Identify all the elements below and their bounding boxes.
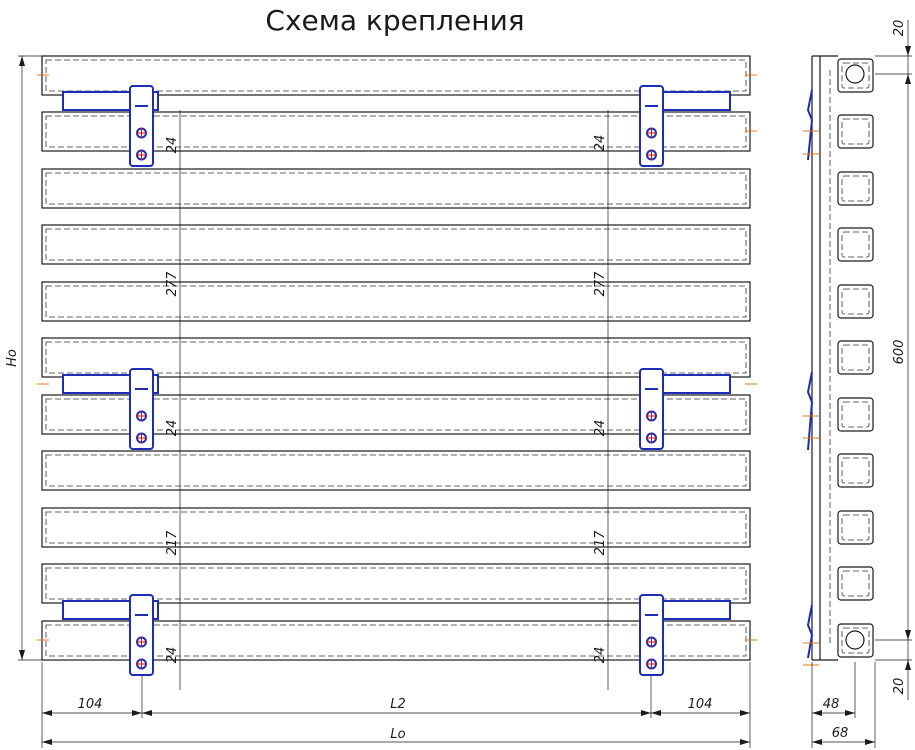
dim-edge-right: 104: [688, 697, 713, 712]
side-view-tubes: [803, 58, 874, 666]
side-tube-inner: [841, 570, 870, 597]
dim-side-bottom-offset: 20: [892, 678, 907, 695]
dim-bracket-distance: L2: [390, 697, 406, 712]
side-tube-inner: [841, 231, 870, 258]
tube-outer: [41, 168, 751, 209]
tube-inner: [45, 341, 747, 374]
side-inlet-top: [845, 64, 865, 84]
side-tube-inner: [841, 457, 870, 484]
radiator-tubes: [37, 55, 757, 661]
tube-outer: [41, 563, 751, 604]
dim-hole-offset-right-1: 24: [593, 135, 608, 152]
dim-hole-offset-left-3: 24: [165, 647, 180, 664]
side-tube-inner: [841, 401, 870, 428]
dim-spacing-lower-left: 217: [165, 530, 180, 556]
side-view-dimensions: 20 600 20 48 68: [811, 20, 912, 748]
wall-brackets: [62, 85, 731, 676]
side-tube: [837, 114, 874, 149]
tube-inner: [45, 172, 747, 205]
tube-outer: [41, 281, 751, 322]
side-tube: [837, 453, 874, 488]
tube-outer: [41, 337, 751, 378]
side-bracket: [806, 371, 814, 451]
front-view-dimensions: Hо 24 277 24 217 24 24 277 24 217 24: [5, 55, 609, 690]
tube-outer: [41, 224, 751, 265]
dim-spacing-lower-right: 217: [593, 530, 608, 556]
side-tube-inner: [841, 627, 870, 654]
bottom-dimensions: 104 L2 104 Lо: [41, 662, 751, 748]
dim-length-total: Lо: [390, 727, 405, 742]
tube-inner: [45, 228, 747, 261]
side-bracket: [806, 604, 814, 659]
tube-outer: [41, 394, 751, 435]
dim-hole-offset-right-2: 24: [593, 420, 608, 437]
side-tube: [837, 340, 874, 375]
side-tube-inner: [841, 175, 870, 202]
side-tube-inner: [841, 62, 870, 89]
tube-inner: [45, 567, 747, 600]
side-view: [811, 55, 838, 661]
tube-inner: [45, 285, 747, 318]
dim-spacing-upper-right: 277: [593, 271, 608, 297]
dim-side-depth-inner: 48: [823, 697, 840, 712]
side-tube-inner: [841, 118, 870, 145]
tube-outer: [41, 507, 751, 548]
side-tube: [837, 58, 874, 93]
side-tube: [837, 397, 874, 432]
dim-side-depth-total: 68: [832, 726, 849, 741]
side-tube-inner: [841, 514, 870, 541]
tube-inner: [45, 398, 747, 431]
side-tube: [837, 623, 874, 658]
dim-height-total: Hо: [5, 349, 20, 367]
tube-inner: [45, 511, 747, 544]
side-bracket: [806, 89, 814, 161]
side-tube: [837, 171, 874, 206]
tube-outer: [41, 450, 751, 491]
tube-inner: [45, 454, 747, 487]
side-inlet-bottom: [845, 630, 865, 650]
dim-edge-left: 104: [78, 697, 103, 712]
dim-hole-offset-right-3: 24: [593, 647, 608, 664]
dim-side-height: 600: [892, 340, 907, 365]
dim-hole-offset-left-1: 24: [165, 137, 180, 154]
side-tube: [837, 284, 874, 319]
dim-spacing-upper-left: 277: [165, 271, 180, 297]
side-tube: [837, 510, 874, 545]
dim-side-top-offset: 20: [892, 20, 907, 37]
side-tube: [837, 566, 874, 601]
side-tube-inner: [841, 288, 870, 315]
side-tube-inner: [841, 344, 870, 371]
drawing-title: Схема крепления: [265, 4, 524, 37]
dim-hole-offset-left-2: 24: [165, 420, 180, 437]
side-tube: [837, 227, 874, 262]
